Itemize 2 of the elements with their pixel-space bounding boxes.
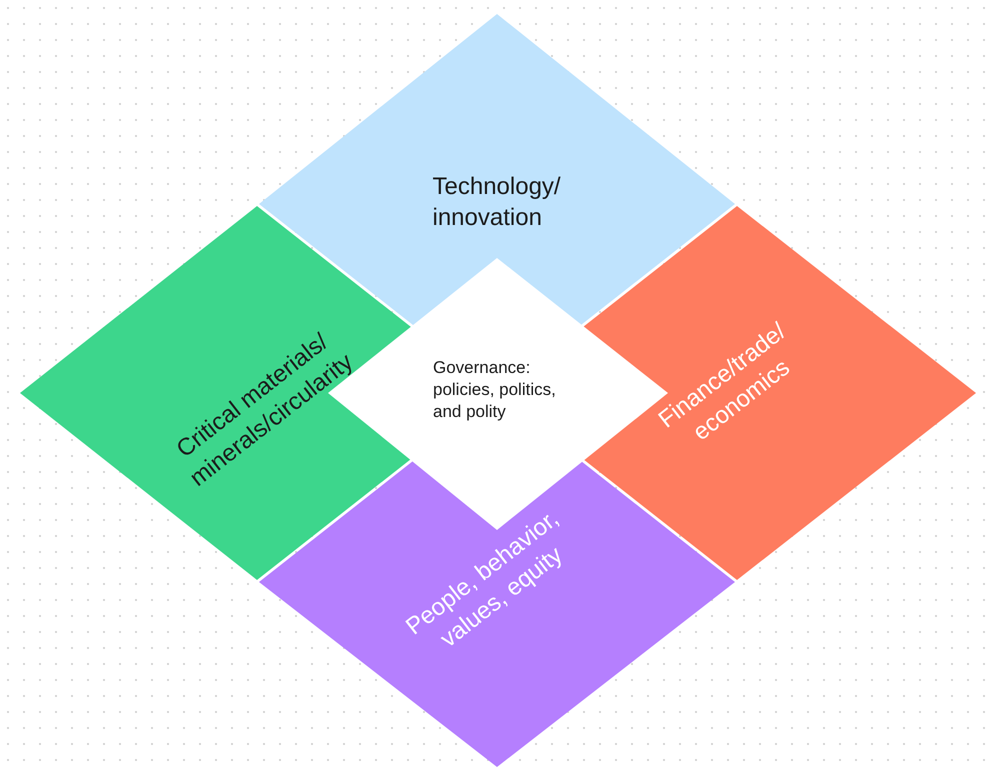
node-label: Technology/ innovation: [432, 172, 562, 233]
node-label: Governance: policies, politics, and polity: [433, 356, 557, 424]
